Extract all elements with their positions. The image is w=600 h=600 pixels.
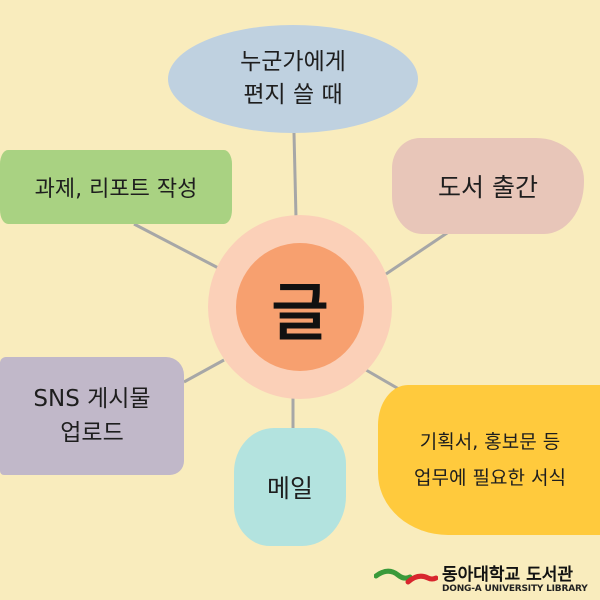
node-email: 메일: [234, 428, 346, 546]
node-book-publishing: 도서 출간: [392, 138, 584, 234]
node-book-publishing-label: 도서 출간: [438, 173, 538, 202]
node-email-label: 메일: [266, 474, 313, 503]
connector-sns: [183, 358, 225, 384]
node-sns-post: SNS 게시물 업로드: [0, 357, 184, 475]
center-label: 글: [271, 276, 329, 349]
node-business-documents-line-2: 업무에 필요한 서식: [414, 467, 566, 489]
library-logo-mark-icon: [374, 568, 438, 585]
node-assignment-report-label: 과제, 리포트 작성: [34, 177, 198, 202]
node-sns-post-line-2: 업로드: [60, 420, 124, 446]
library-logo: 동아대학교 도서관 DONG-A UNIVERSITY LIBRARY: [374, 558, 598, 598]
connector-left: [133, 222, 227, 274]
node-letter-writing: 누군가에게 편지 쓸 때: [168, 25, 418, 133]
node-assignment-report: 과제, 리포트 작성: [0, 150, 232, 224]
logo-green-swoosh: [374, 568, 413, 581]
center-node: 글: [236, 243, 364, 371]
logo-red-swoosh: [405, 573, 438, 585]
node-business-documents-line-1: 기획서, 홍보문 등: [419, 431, 561, 453]
library-logo-title: 동아대학교 도서관: [442, 565, 574, 585]
connector-top: [292, 132, 298, 219]
library-logo-subtitle: DONG-A UNIVERSITY LIBRARY: [442, 584, 588, 594]
node-letter-writing-line-2: 편지 쓸 때: [243, 82, 343, 108]
node-business-documents: 기획서, 홍보문 등 업무에 필요한 서식: [378, 385, 600, 535]
node-letter-writing-line-1: 누군가에게: [240, 49, 346, 75]
connector-right: [385, 225, 457, 276]
node-sns-post-line-1: SNS 게시물: [33, 386, 151, 412]
